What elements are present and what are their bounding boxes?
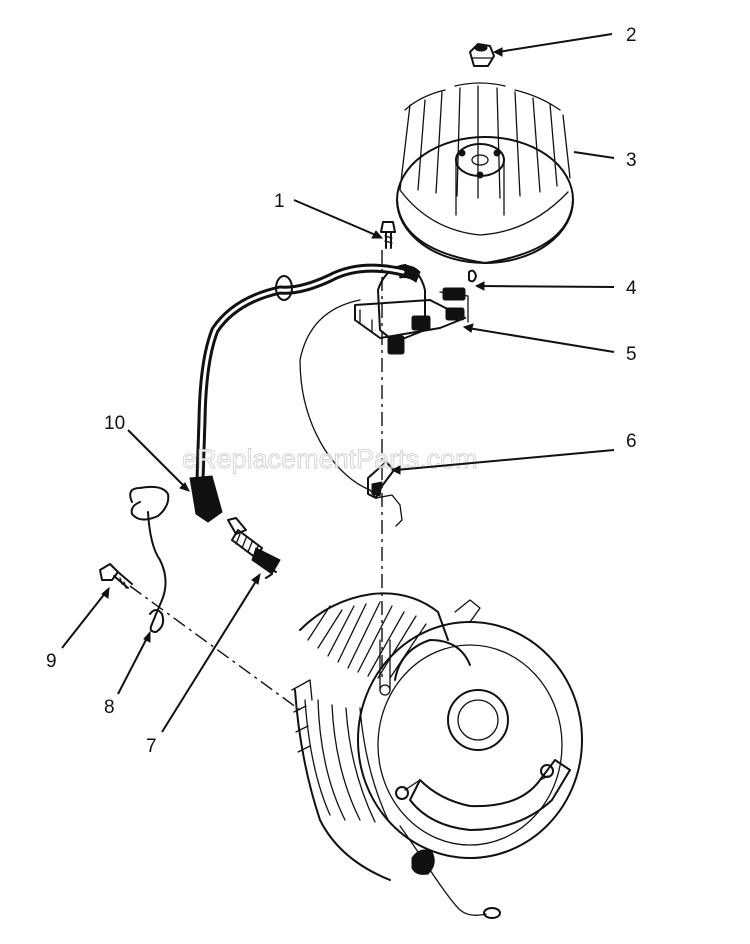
ignition-module-part [354, 264, 469, 355]
ground-wire-part [299, 299, 403, 527]
leader-line-9 [61, 591, 107, 649]
callout-label-7: 7 [146, 736, 157, 757]
stop-wire-part [399, 825, 501, 919]
engine-housing-part [291, 592, 583, 881]
callout-labels: 1 2 3 4 5 6 7 8 9 10 [46, 25, 637, 757]
leader-arrow-6 [390, 465, 401, 475]
leader-line-10 [127, 429, 187, 489]
callout-label-10: 10 [104, 413, 125, 434]
leader-arrow-8 [143, 630, 151, 643]
callout-label-4: 4 [626, 278, 637, 299]
leader-arrow-10 [179, 482, 190, 492]
assembly-centerline-bolt [129, 585, 301, 711]
screw-part [380, 221, 396, 249]
leader-line-2 [497, 33, 613, 53]
callout-leaders [61, 33, 615, 733]
flywheel-key-part [468, 269, 477, 283]
callout-label-8: 8 [104, 697, 115, 718]
leader-arrow-4 [474, 281, 485, 291]
leader-arrow-7 [251, 572, 261, 585]
callout-label-2: 2 [626, 25, 637, 46]
flywheel-part [396, 82, 574, 264]
callout-label-9: 9 [46, 651, 57, 672]
leader-line-3 [573, 151, 615, 159]
leader-arrow-5 [462, 323, 474, 333]
leader-arrow-9 [101, 586, 110, 599]
leader-line-1 [293, 199, 379, 237]
leader-line-6 [395, 449, 615, 471]
bolt-part [99, 563, 133, 589]
callout-label-3: 3 [626, 150, 637, 171]
leader-line-7 [161, 577, 259, 733]
leader-line-4 [479, 285, 615, 288]
spark-plug-part [227, 517, 281, 579]
leader-line-5 [467, 327, 615, 353]
flywheel-nut-part [469, 43, 495, 67]
wire-link-part [129, 485, 170, 633]
spark-plug-wire-part [189, 263, 408, 523]
callout-label-6: 6 [626, 431, 637, 452]
leader-arrow-2 [492, 47, 503, 57]
callout-label-5: 5 [626, 344, 637, 365]
callout-label-1: 1 [274, 191, 285, 212]
leader-line-8 [117, 635, 149, 695]
watermark-text: eReplacementParts.com [182, 444, 478, 474]
leader-arrow-1 [371, 230, 384, 239]
